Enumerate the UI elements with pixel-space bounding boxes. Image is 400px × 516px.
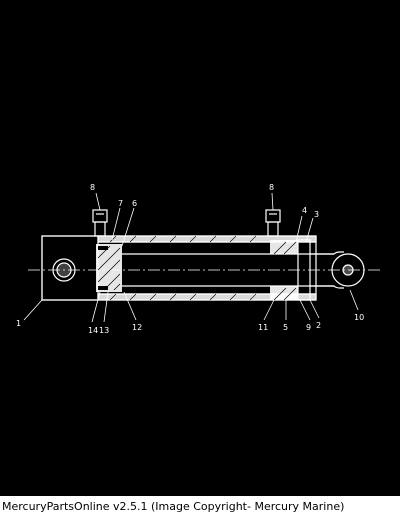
base-eye-inner	[56, 262, 72, 278]
callout-13: 13	[99, 326, 109, 335]
rod-end-eye	[310, 251, 365, 289]
base-end-cap	[41, 235, 99, 301]
callout-8-left: 8	[90, 183, 95, 192]
piston	[96, 244, 122, 292]
callout-11: 11	[258, 323, 268, 332]
callouts: 1 2 3 4 5 6 7 8 8 9 10 11 12 13 14	[16, 183, 364, 335]
base-eye-outer	[52, 258, 76, 282]
callout-8-right: 8	[269, 183, 274, 192]
callout-7: 7	[118, 199, 123, 208]
callout-6: 6	[132, 199, 137, 208]
callout-14: 14	[88, 326, 98, 335]
callout-5: 5	[283, 323, 288, 332]
grease-fitting-right	[265, 209, 281, 237]
callout-12: 12	[132, 323, 142, 332]
callout-9: 9	[306, 323, 311, 332]
parts-diagram-viewer: 1 2 3 4 5 6 7 8 8 9 10 11 12 13 14	[0, 0, 400, 496]
leader-lines	[23, 192, 359, 323]
callout-1: 1	[16, 319, 21, 328]
callout-2: 2	[316, 321, 321, 330]
grease-fitting-left	[92, 209, 108, 237]
callout-10: 10	[354, 313, 364, 322]
rod-gland	[270, 239, 311, 301]
barrel-wall-hatching	[109, 235, 257, 301]
hydraulic-cylinder-diagram: 1 2 3 4 5 6 7 8 8 9 10 11 12 13 14	[16, 183, 380, 335]
callout-4: 4	[302, 206, 307, 215]
copyright-caption: MercuryPartsOnline v2.5.1 (Image Copyrig…	[0, 498, 400, 516]
callout-3: 3	[314, 210, 319, 219]
piston-rod	[122, 253, 334, 287]
